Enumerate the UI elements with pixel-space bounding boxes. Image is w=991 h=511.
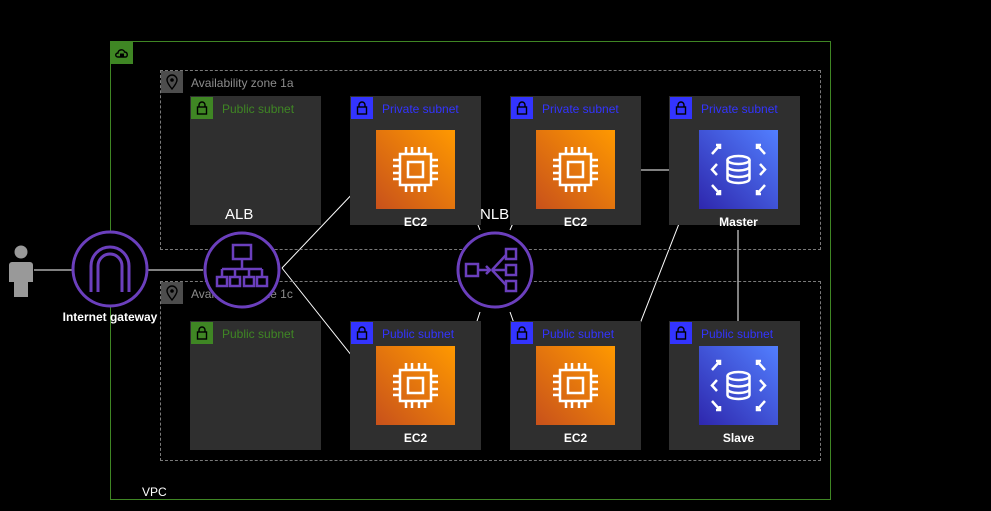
slave-label: Slave xyxy=(722,431,755,445)
az-1a-label: Availability zone 1a xyxy=(191,76,294,90)
user-icon xyxy=(8,244,34,298)
nlb-icon xyxy=(456,231,534,309)
subnet-label: Public subnet xyxy=(222,327,295,341)
vpc-label: VPC xyxy=(142,485,167,499)
alb-label: ALB xyxy=(225,206,254,223)
internet-gateway[interactable] xyxy=(71,230,149,308)
ec2-chip-icon xyxy=(553,147,598,192)
rds-slave[interactable] xyxy=(699,346,778,425)
database-icon xyxy=(710,359,767,412)
ec2-label: EC2 xyxy=(563,215,588,229)
ec2-label: EC2 xyxy=(403,431,428,445)
location-pin-icon xyxy=(161,282,183,304)
subnet-label: Private subnet xyxy=(701,102,778,116)
location-pin-icon xyxy=(161,71,183,93)
subnet-label: Public subnet xyxy=(222,102,295,116)
subnet-label: Public subnet xyxy=(701,327,774,341)
ec2-chip-icon xyxy=(393,363,438,408)
lock-icon xyxy=(351,97,373,119)
ec2-chip-icon xyxy=(553,363,598,408)
lock-icon xyxy=(351,322,373,344)
ec2-instance-1c-1[interactable] xyxy=(376,346,455,425)
subnet-label: Public subnet xyxy=(542,327,615,341)
rds-master[interactable] xyxy=(699,130,778,209)
subnet-label: Private subnet xyxy=(382,102,459,116)
ec2-instance-1a-1[interactable] xyxy=(376,130,455,209)
lock-icon xyxy=(511,322,533,344)
application-load-balancer[interactable] xyxy=(203,231,281,309)
cloud-lock-icon xyxy=(111,42,133,64)
internet-gateway-label: Internet gateway xyxy=(62,310,158,324)
lock-icon xyxy=(670,97,692,119)
ec2-label: EC2 xyxy=(563,431,588,445)
nlb-label: NLB xyxy=(480,206,510,223)
subnet-label: Private subnet xyxy=(542,102,619,116)
lock-icon xyxy=(670,322,692,344)
lock-icon xyxy=(191,97,213,119)
ec2-label: EC2 xyxy=(403,215,428,229)
lock-icon xyxy=(191,322,213,344)
ec2-instance-1a-2[interactable] xyxy=(536,130,615,209)
internet-gateway-icon xyxy=(71,230,149,308)
alb-icon xyxy=(203,231,281,309)
subnet-label: Public subnet xyxy=(382,327,455,341)
master-label: Master xyxy=(719,215,758,229)
lock-icon xyxy=(511,97,533,119)
database-icon xyxy=(710,143,767,196)
network-load-balancer[interactable] xyxy=(456,231,534,309)
ec2-instance-1c-2[interactable] xyxy=(536,346,615,425)
ec2-chip-icon xyxy=(393,147,438,192)
